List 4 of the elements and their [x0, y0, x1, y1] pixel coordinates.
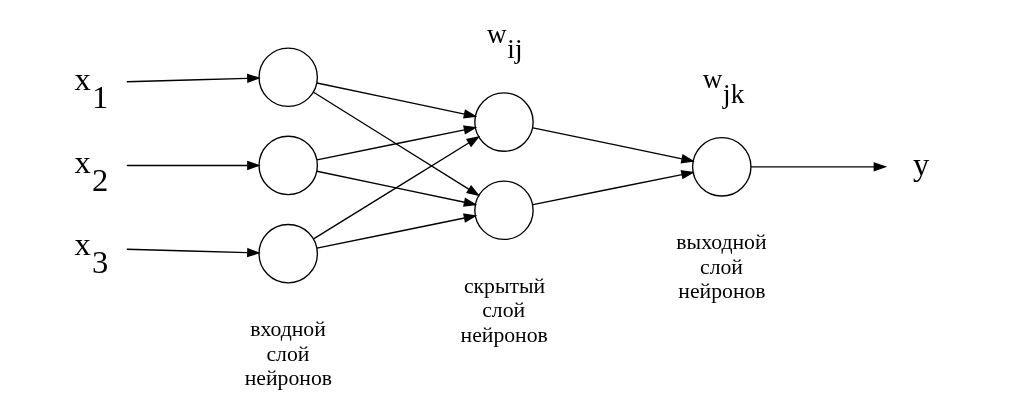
node-text: y — [912, 146, 929, 183]
label: входной слой нейронов — [244, 317, 332, 391]
label: скрытый слой нейронов — [460, 273, 548, 347]
label: выходной слой нейронов — [675, 230, 767, 304]
